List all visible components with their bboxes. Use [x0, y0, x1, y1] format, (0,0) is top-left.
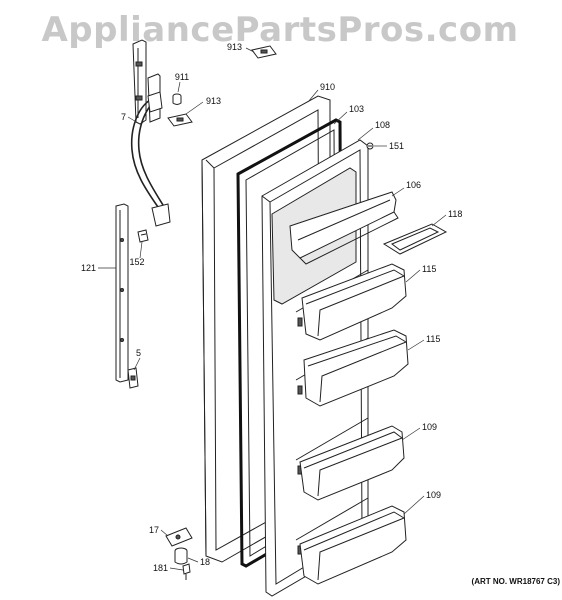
dairy-tray — [382, 223, 448, 255]
dairy-door — [289, 191, 399, 265]
screw-152 — [137, 229, 149, 243]
callout-913: 913 — [227, 42, 242, 52]
callout-181: 181 — [153, 563, 168, 573]
callout-108: 108 — [375, 120, 390, 130]
callout-115: 115 — [422, 264, 436, 274]
callout-103: 103 — [349, 104, 364, 114]
callout-106: 106 — [406, 180, 421, 190]
hinge-cover-upper — [251, 45, 277, 59]
trim-end-cap — [127, 367, 139, 389]
bottom-hinge-bushing — [174, 547, 188, 565]
callout-911: 911 — [175, 72, 189, 82]
bottom-hinge-screw — [182, 563, 191, 580]
screw-151 — [366, 142, 374, 150]
callout-109: 109 — [426, 490, 441, 500]
callout-121: 121 — [81, 263, 96, 273]
door-handle — [130, 91, 171, 227]
callout-18: 18 — [200, 557, 210, 567]
callout-5: 5 — [136, 348, 141, 358]
bottom-hinge-plate — [165, 527, 193, 547]
callout-7: 7 — [121, 112, 126, 122]
callout-17: 17 — [149, 525, 159, 535]
callout-118: 118 — [448, 209, 462, 219]
door-bin-upper — [301, 263, 407, 341]
callout-913: 913 — [206, 96, 221, 106]
callout-151: 151 — [389, 141, 404, 151]
door-shelf-upper — [299, 425, 405, 501]
hinge-pin — [172, 93, 182, 105]
callout-109: 109 — [422, 422, 437, 432]
door-shelf-lower — [299, 505, 407, 585]
watermark-text: AppliancePartsPros.com — [41, 10, 519, 50]
door-bin-lower — [303, 329, 409, 407]
callout-labels: 913 911 913 7 910 103 108 151 106 118 121 152 115 5 11… — [81, 42, 462, 573]
art-number: (ART NO. WR18767 C3) — [472, 577, 561, 586]
hinge-cover-lower — [167, 113, 193, 127]
callout-152: 152 — [129, 257, 144, 267]
callout-115: 115 — [426, 334, 440, 344]
callout-910: 910 — [320, 82, 335, 92]
leader-lines — [98, 47, 447, 571]
trim-strip — [115, 203, 129, 383]
